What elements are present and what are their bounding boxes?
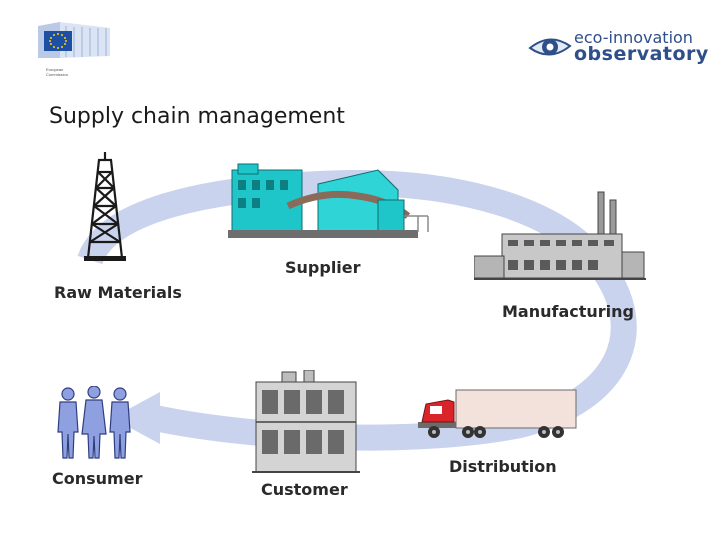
node-label-raw-materials: Raw Materials xyxy=(54,283,182,302)
eye-globe-icon xyxy=(528,38,572,56)
oil-derrick-icon xyxy=(84,152,126,261)
node-label-supplier: Supplier xyxy=(285,258,361,277)
eco-innovation-observatory-logo: eco-innovation observatory xyxy=(528,28,708,68)
node-label-customer: Customer xyxy=(261,480,348,499)
node-label-manufacturing: Manufacturing xyxy=(502,302,634,321)
eu-logo-text-2: Commission xyxy=(46,72,69,77)
eio-logo-line-2: observatory xyxy=(574,43,709,65)
node-label-distribution: Distribution xyxy=(449,457,557,476)
page-title: Supply chain management xyxy=(49,104,345,129)
consumer-people-icon xyxy=(57,386,131,459)
supplier-plant-icon xyxy=(228,163,429,238)
delivery-truck-icon xyxy=(418,389,577,438)
factory-icon xyxy=(474,191,646,280)
eio-logo-line-1: eco-innovation xyxy=(574,28,693,47)
eu-building-flag-icon xyxy=(38,22,110,58)
european-commission-logo: European Commission xyxy=(30,18,112,77)
eu-logo-text-1: European xyxy=(46,67,64,72)
customer-building-icon xyxy=(252,370,360,473)
node-label-consumer: Consumer xyxy=(52,469,143,488)
